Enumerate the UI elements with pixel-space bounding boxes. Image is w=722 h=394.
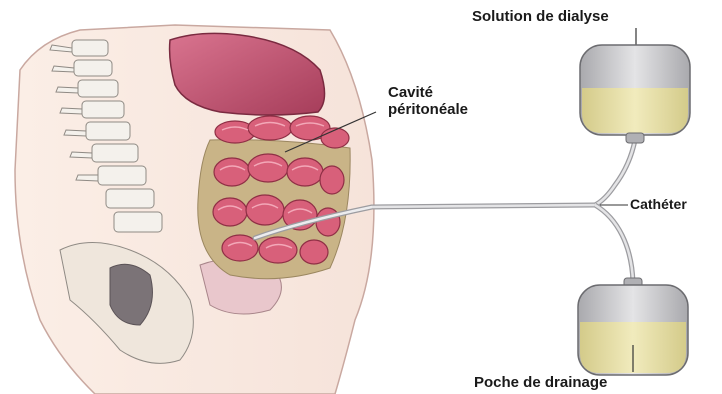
tube-to-drainage-bag [595,205,633,282]
dialysis-solution-label: Solution de dialyse [472,8,609,25]
dialysis-solution-bag [580,28,690,143]
drainage-bag-label: Poche de drainage [474,374,607,391]
rectum [110,264,152,325]
peritoneal-cavity-label-line1: Cavité [388,84,433,101]
peritoneal-cavity-label-line2: péritonéale [388,101,468,118]
drainage-bag [578,278,688,375]
tube-to-solution-bag [595,140,635,205]
catheter-label: Cathéter [630,196,687,213]
